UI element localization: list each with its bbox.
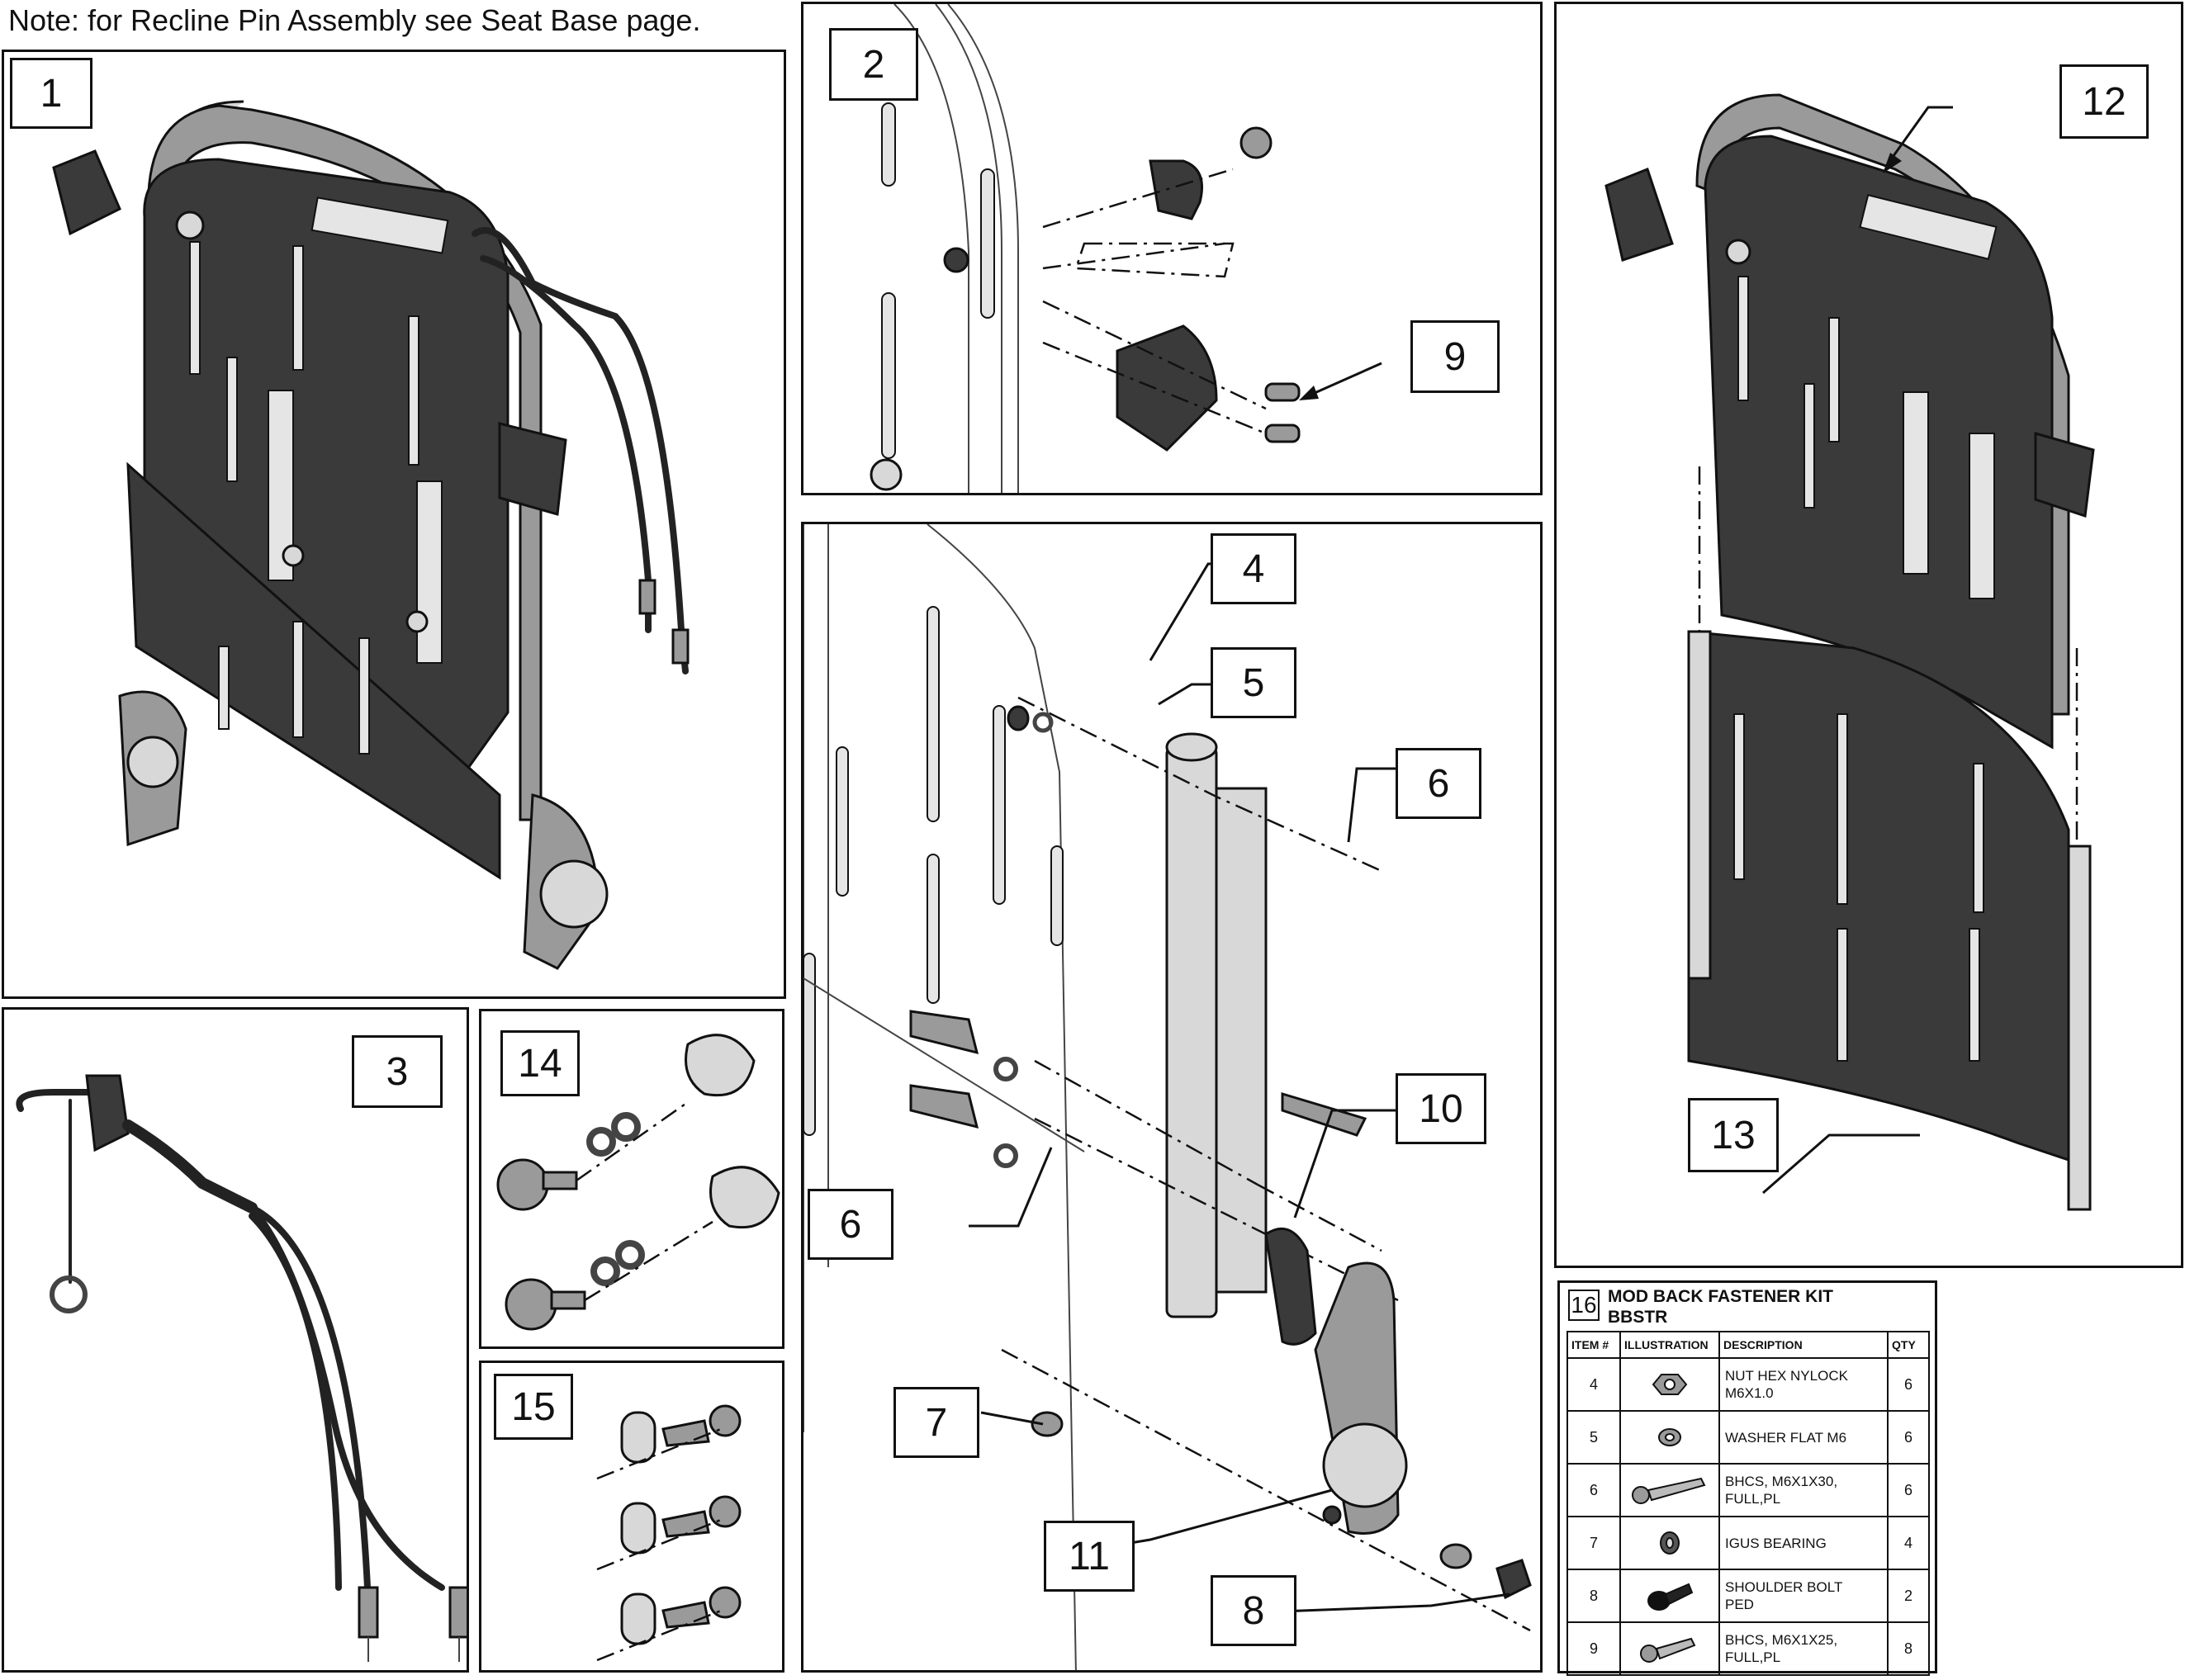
panel-split-back xyxy=(1554,2,2183,1268)
description-line: SHOULDER BOLT xyxy=(1725,1579,1843,1595)
description-line: NUT HEX NYLOCK xyxy=(1725,1368,1848,1384)
item-number: 4 xyxy=(1566,1357,1621,1412)
hex-nut-icon xyxy=(1652,1374,1688,1395)
callout-7: 7 xyxy=(893,1387,979,1458)
callout-6b: 6 xyxy=(808,1189,893,1260)
washer-icon xyxy=(1658,1428,1681,1446)
header-item: ITEM # xyxy=(1566,1331,1621,1359)
long-screw-icon xyxy=(1632,1477,1706,1504)
page-note: Note: for Recline Pin Assembly see Seat … xyxy=(8,3,701,37)
item-number: 7 xyxy=(1566,1516,1621,1570)
qty-cell: 8 xyxy=(1887,1621,1930,1676)
description-cell: SHOULDER BOLT PED xyxy=(1718,1569,1889,1623)
callout-5: 5 xyxy=(1211,647,1296,718)
item-number: 5 xyxy=(1566,1410,1621,1465)
illustration-cell xyxy=(1619,1516,1720,1570)
table-row: 8 SHOULDER BOLT PED 2 xyxy=(1566,1569,1930,1623)
callout-12: 12 xyxy=(2059,64,2149,139)
description-line: BHCS, M6X1X25, xyxy=(1725,1632,1838,1648)
panel-back-assembly xyxy=(2,50,786,999)
illustration-cell xyxy=(1619,1569,1720,1623)
description-cell: IGUS BEARING xyxy=(1718,1516,1889,1570)
description-line: FULL,PL xyxy=(1725,1649,1781,1665)
kit-title-line1: MOD BACK FASTENER KIT xyxy=(1608,1287,1833,1306)
shoulder-bolt-icon xyxy=(1647,1583,1694,1611)
cable-illustration xyxy=(16,1074,467,1662)
description-line: BHCS, M6X1X30, xyxy=(1725,1474,1838,1489)
qty-cell: 6 xyxy=(1887,1463,1930,1517)
item-number: 9 xyxy=(1566,1621,1621,1676)
illustration-cell xyxy=(1619,1621,1720,1676)
description-line: IGUS BEARING xyxy=(1725,1535,1827,1551)
callout-8: 8 xyxy=(1211,1575,1296,1646)
illustration-cell xyxy=(1619,1463,1720,1517)
fastener-kit-table: 16 MOD BACK FASTENER KIT BBSTR ITEM # IL… xyxy=(1557,1280,1937,1676)
qty-cell: 2 xyxy=(1887,1569,1930,1623)
split-back-illustration xyxy=(1604,93,2095,1211)
table-row: 7 IGUS BEARING 4 xyxy=(1566,1516,1930,1570)
item-number: 8 xyxy=(1566,1569,1621,1623)
kit-title-line2: BBSTR xyxy=(1608,1308,1668,1327)
description-line: PED xyxy=(1725,1597,1754,1612)
clip-kit-illustration xyxy=(596,1404,742,1662)
back-assembly-illustration xyxy=(52,100,690,970)
knob-kit-illustration xyxy=(496,1034,780,1331)
description-cell: BHCS, M6X1X25,FULL,PL xyxy=(1718,1621,1889,1676)
callout-9: 9 xyxy=(1410,320,1500,393)
description-cell: WASHER FLAT M6 xyxy=(1718,1410,1889,1465)
qty-cell: 6 xyxy=(1887,1357,1930,1412)
kit-title: MOD BACK FASTENER KIT BBSTR xyxy=(1608,1286,1833,1327)
panel-bracket-detail xyxy=(801,2,1543,495)
callout-2: 2 xyxy=(829,28,918,101)
illustration-cell xyxy=(1619,1410,1720,1465)
illustration-cell xyxy=(1619,1357,1720,1412)
header-illustration: ILLUSTRATION xyxy=(1619,1331,1720,1359)
qty-cell: 4 xyxy=(1887,1516,1930,1570)
description-cell: BHCS, M6X1X30, FULL,PL xyxy=(1718,1463,1889,1517)
table-row: 6 BHCS, M6X1X30, FULL,PL 6 xyxy=(1566,1463,1930,1517)
callout-14: 14 xyxy=(500,1030,580,1096)
bearing-icon xyxy=(1660,1531,1680,1555)
header-description: DESCRIPTION xyxy=(1718,1331,1889,1359)
description-line: FULL,PL xyxy=(1725,1491,1781,1507)
description-line: M6X1.0 xyxy=(1725,1385,1774,1401)
callout-6a: 6 xyxy=(1396,748,1481,819)
qty-cell: 6 xyxy=(1887,1410,1930,1465)
pivot-detail-illustration xyxy=(803,524,1532,1670)
table-row: 9 BHCS, M6X1X25,FULL,PL 8 xyxy=(1566,1621,1930,1676)
short-screw-icon xyxy=(1640,1637,1696,1663)
description-line: WASHER FLAT M6 xyxy=(1725,1429,1847,1446)
callout-13: 13 xyxy=(1688,1098,1779,1172)
callout-3: 3 xyxy=(352,1035,443,1108)
bracket-detail-illustration xyxy=(870,4,1382,493)
item-number: 6 xyxy=(1566,1463,1621,1517)
kit-number: 16 xyxy=(1568,1290,1600,1321)
callout-4: 4 xyxy=(1211,533,1296,604)
callout-11: 11 xyxy=(1044,1521,1135,1592)
table-row: 5 WASHER FLAT M6 6 xyxy=(1566,1410,1930,1465)
callout-15: 15 xyxy=(494,1374,573,1440)
panel-cable xyxy=(2,1007,469,1673)
callout-1: 1 xyxy=(10,58,92,129)
kit-parts-table: ITEM # ILLUSTRATION DESCRIPTION QTY 4 NU… xyxy=(1566,1331,1930,1676)
header-qty: QTY xyxy=(1887,1331,1930,1359)
callout-10: 10 xyxy=(1396,1073,1486,1144)
